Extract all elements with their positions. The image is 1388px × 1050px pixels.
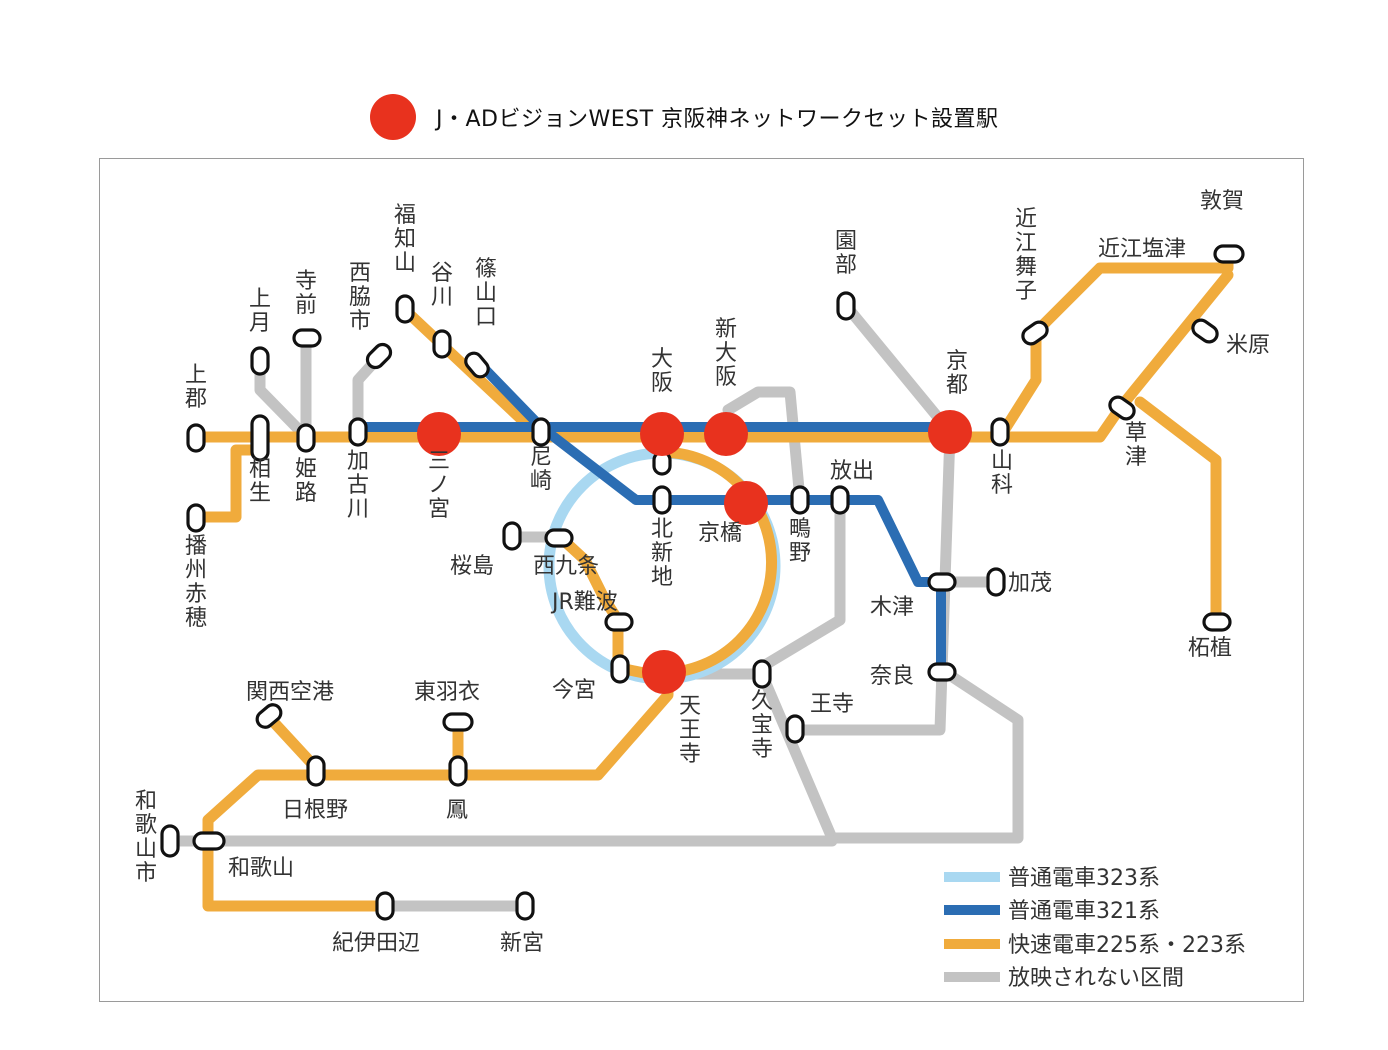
label-sonobe: 園部 [835, 229, 857, 278]
label-himeji: 姫路 [295, 457, 317, 506]
label-aioi: 相生 [249, 457, 271, 506]
label-kusatsu: 草津 [1125, 421, 1147, 470]
highlighted-stations [417, 410, 972, 694]
label-tanigawa: 谷川 [431, 261, 453, 310]
label-imamiya: 今宮 [552, 678, 596, 703]
label-teramae: 寺前 [295, 269, 317, 318]
label-kozuki: 上月 [249, 287, 271, 336]
label-kiitanabe: 紀伊田辺 [332, 931, 420, 956]
label-higashihagoromo: 東羽衣 [414, 680, 480, 705]
label-osaka: 大阪 [651, 347, 673, 396]
legend-label-not-shown: 放映されない区間 [1008, 966, 1184, 991]
label-shingu: 新宮 [500, 931, 544, 956]
label-fukuchiyama: 福知山 [394, 203, 416, 276]
label-wakayama: 和歌山 [228, 856, 294, 881]
label-kitashinchi: 北新地 [651, 517, 673, 590]
label-nara: 奈良 [870, 664, 914, 689]
label-tennoji: 天王寺 [679, 694, 701, 767]
label-kamigori: 上郡 [185, 363, 207, 412]
label-hanaten: 放出 [830, 459, 874, 484]
label-kamo: 加茂 [1008, 571, 1052, 596]
label-kyoto: 京都 [946, 349, 968, 398]
label-kyuhoji: 久宝寺 [751, 689, 773, 762]
label-kakogawa: 加古川 [347, 449, 369, 522]
label-sannomiya: 三ノ宮 [428, 449, 450, 522]
label-tsuruga: 敦賀 [1200, 189, 1244, 214]
label-kizu: 木津 [870, 595, 914, 620]
station-markers [160, 244, 1245, 921]
map-header: J・ADビジョンWEST 京阪神ネットワークセット設置駅 [370, 94, 999, 140]
label-amagasaki: 尼崎 [530, 445, 552, 494]
label-jrnamba: JR難波 [550, 590, 618, 615]
legend: 普通電車323系 普通電車321系 快速電車225系・223系 放映されない区間 [944, 866, 1246, 991]
label-nishiwakishi: 西脇市 [349, 261, 371, 334]
label-omimaiko: 近江舞子 [1015, 207, 1037, 304]
rapid-lines [190, 249, 1234, 912]
label-sakurajima: 桜島 [450, 554, 494, 579]
label-shigino: 鴫野 [789, 517, 811, 566]
label-banshuako: 播州赤穂 [185, 534, 207, 631]
label-omishiotsu: 近江塩津 [1098, 237, 1186, 262]
label-kansaiairport: 関西空港 [246, 680, 334, 705]
label-yamashina: 山科 [991, 449, 1013, 498]
map-frame [99, 158, 1304, 1002]
label-otori: 鳳 [446, 798, 468, 823]
label-kyobashi: 京橋 [698, 521, 742, 546]
legend-label-321: 普通電車321系 [1008, 899, 1160, 924]
label-hineno: 日根野 [282, 798, 348, 823]
label-nishikujo: 西九条 [533, 554, 599, 579]
label-wakayamashi: 和歌山市 [135, 789, 157, 886]
marker-legend-dot [370, 94, 416, 140]
label-shinosaka: 新大阪 [715, 317, 737, 390]
label-maibara: 米原 [1226, 333, 1270, 358]
map-header-text: J・ADビジョンWEST 京阪神ネットワークセット設置駅 [436, 107, 999, 132]
label-oji: 王寺 [810, 692, 854, 717]
label-sasayamaguchi: 篠山口 [475, 257, 497, 330]
label-tsuge: 柘植 [1188, 636, 1232, 661]
legend-label-rapid: 快速電車225系・223系 [1008, 933, 1246, 958]
legend-label-323: 普通電車323系 [1008, 866, 1160, 891]
